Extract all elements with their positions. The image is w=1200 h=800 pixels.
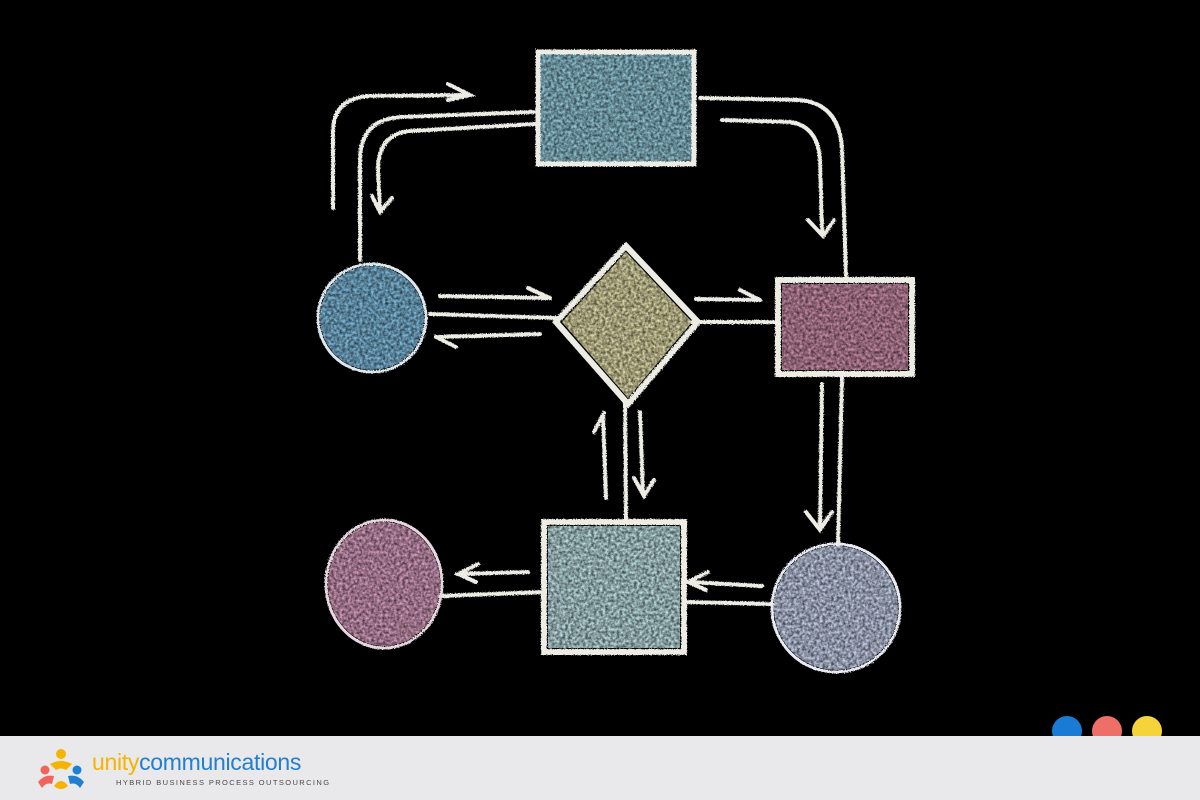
node-bottom-left-circle xyxy=(324,518,444,650)
brand-tagline: HYBRID BUSINESS PROCESS OUTSOURCING xyxy=(116,778,331,787)
edge-diamond-right xyxy=(694,297,760,302)
edge-left-top-inner-2 xyxy=(375,122,536,212)
chalkboard xyxy=(316,49,915,674)
edge-rect-to-bl-1 xyxy=(458,570,530,576)
edge-diamond-bottom-1-arrow xyxy=(592,411,606,434)
logo-people-icon xyxy=(38,749,84,789)
brand-name: unitycommunications xyxy=(92,751,301,774)
edge-right-down-2 xyxy=(836,376,844,547)
edge-top-right-outer xyxy=(698,96,848,277)
edge-rect-to-bl-2 xyxy=(438,590,546,598)
edge-br-to-rect-1 xyxy=(688,580,764,588)
edge-br-to-rect-1-arrow xyxy=(683,570,710,592)
edge-top-right-inner xyxy=(720,118,824,234)
node-right-rect xyxy=(775,277,915,377)
edge-diamond-bottom-3 xyxy=(638,410,645,496)
brand-name-part1: unity xyxy=(92,749,140,775)
node-bottom-rect xyxy=(541,519,687,655)
brand-name-part2: communications xyxy=(139,749,302,775)
node-left-circle xyxy=(316,262,428,374)
node-bottom-right-circle xyxy=(770,542,902,674)
edge-rect-to-bl-1-arrow xyxy=(453,562,480,584)
node-center-diamond xyxy=(551,241,703,409)
edge-left-top-arrowhead xyxy=(446,82,476,102)
edge-left-diamond-top xyxy=(438,294,550,300)
edge-diamond-right-arrow xyxy=(738,288,762,302)
edge-diamond-bottom-3-arrow xyxy=(632,476,656,500)
edge-right-down-arrow xyxy=(804,510,834,534)
edge-left-diamond-bottom xyxy=(434,332,542,339)
edge-top-right-arrowhead xyxy=(806,218,836,240)
edge-left-diamond-bottom-arrow xyxy=(434,335,458,349)
edge-right-down-1 xyxy=(818,382,824,528)
edge-left-top-inner xyxy=(358,110,536,262)
flowchart-diagram xyxy=(316,49,915,674)
edge-left-top-outer xyxy=(331,93,470,210)
footer-bar: unitycommunications HYBRID BUSINESS PROC… xyxy=(0,736,1200,800)
edge-diamond-bottom-2 xyxy=(623,398,628,524)
node-top-rect xyxy=(535,49,697,167)
edge-left-top-inner-arrowhead xyxy=(370,194,394,216)
brand-logo: unitycommunications HYBRID BUSINESS PROC… xyxy=(36,746,336,792)
edge-diamond-bottom-1 xyxy=(601,413,608,500)
edge-left-diamond-mid xyxy=(428,312,562,320)
edge-left-diamond-top-arrow xyxy=(526,286,552,300)
edge-br-to-rect-2 xyxy=(684,600,774,606)
